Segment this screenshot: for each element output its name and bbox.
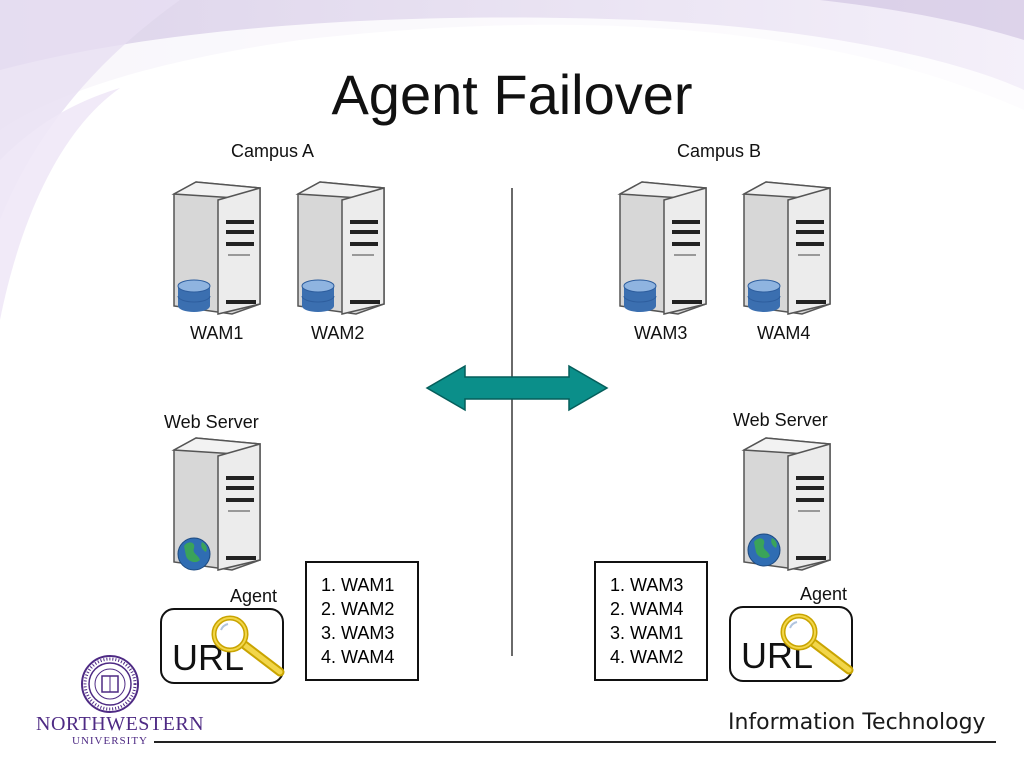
agent-a-url-box: URL (160, 608, 285, 684)
university-name: NORTHWESTERN (36, 713, 205, 735)
web-server-a-icon (171, 437, 261, 571)
agent-b-url-box: URL (729, 606, 854, 682)
university-seal-icon (81, 655, 139, 713)
list-item: 3. WAM1 (610, 623, 684, 643)
list-item: 3. WAM3 (321, 623, 395, 643)
wam3-label: WAM3 (634, 323, 688, 343)
slide-title: Agent Failover (331, 63, 693, 126)
magnifying-glass-icon (211, 615, 285, 677)
wam2-server-icon (295, 181, 385, 315)
wam4-label: WAM4 (757, 323, 811, 343)
list-item: 1. WAM3 (610, 575, 684, 595)
database-icon (623, 279, 657, 312)
database-icon (747, 279, 781, 312)
agent-a-label: Agent (230, 586, 278, 606)
priority-list-a: 1. WAM1 2. WAM2 3. WAM3 4. WAM4 (305, 561, 419, 681)
department-name: Information Technology (728, 710, 986, 735)
database-icon (177, 279, 211, 312)
wam3-server-icon (617, 181, 707, 315)
footer-rule (154, 741, 996, 743)
magnifying-glass-icon (780, 613, 854, 675)
wam2-label: WAM2 (311, 323, 365, 343)
university-sub: UNIVERSITY (72, 735, 148, 747)
list-item: 4. WAM4 (321, 647, 395, 667)
double-arrow-icon (425, 364, 609, 412)
wam4-server-icon (741, 181, 831, 315)
campus-divider (511, 188, 513, 656)
web-server-b-icon (741, 437, 831, 571)
list-item: 2. WAM2 (321, 599, 395, 619)
agent-b-label: Agent (800, 584, 848, 604)
list-item: 2. WAM4 (610, 599, 684, 619)
web-server-b-label: Web Server (733, 410, 828, 430)
campus-a-label: Campus A (231, 141, 315, 161)
campus-b-label: Campus B (677, 141, 762, 161)
list-item: 4. WAM2 (610, 647, 684, 667)
wam1-server-icon (171, 181, 261, 315)
globe-icon (747, 533, 781, 567)
database-icon (301, 279, 335, 312)
globe-icon (177, 537, 211, 571)
list-item: 1. WAM1 (321, 575, 395, 595)
web-server-a-label: Web Server (164, 412, 259, 432)
wam1-label: WAM1 (190, 323, 244, 343)
priority-list-b: 1. WAM3 2. WAM4 3. WAM1 4. WAM2 (594, 561, 708, 681)
